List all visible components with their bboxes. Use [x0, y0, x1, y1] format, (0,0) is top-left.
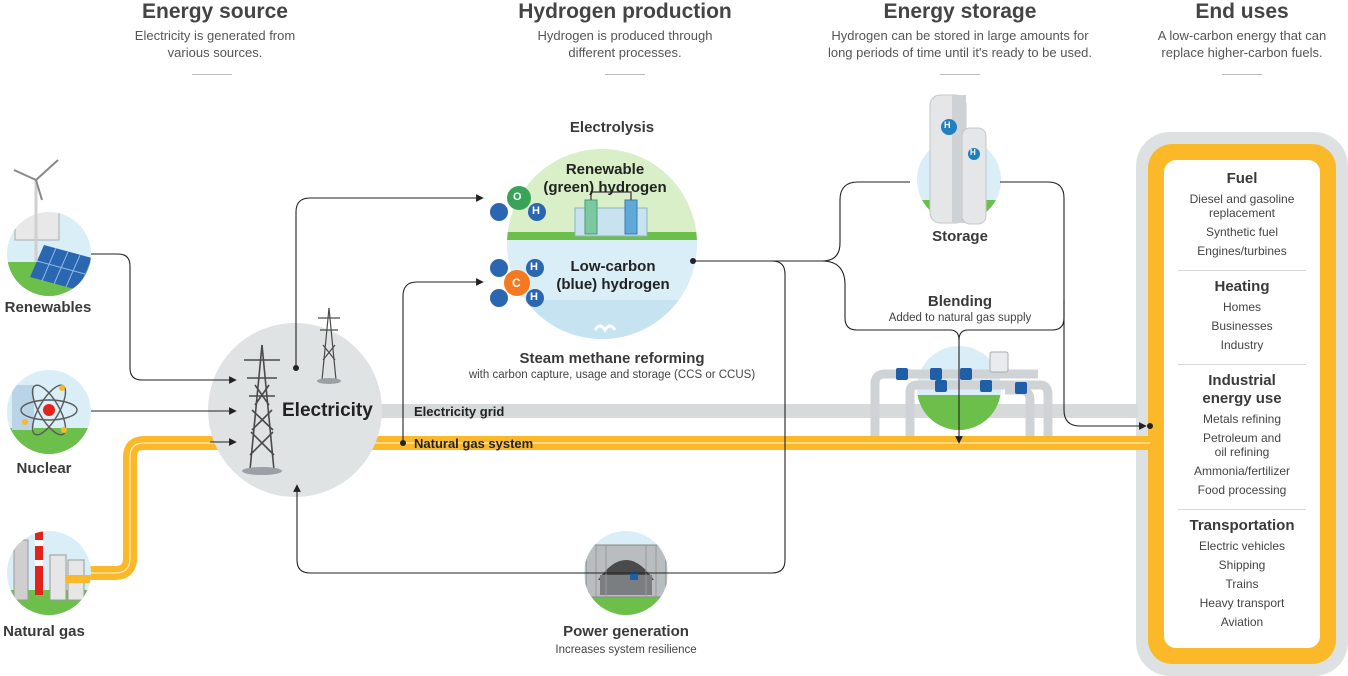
label-nuclear: Nuclear	[16, 460, 72, 477]
enduse-item-line: Homes	[1222, 300, 1261, 314]
enduse-item-line: Diesel and gasoline	[1189, 192, 1295, 206]
enduse-item-line: Food processing	[1197, 483, 1287, 497]
header-end-uses: End uses	[1195, 0, 1289, 23]
label-electricity: Electricity	[282, 400, 373, 421]
label-blending-sub: Added to natural gas supply	[888, 312, 1032, 324]
desc-enduses-1: A low-carbon energy that can	[1157, 28, 1327, 43]
enduse-item: Aviation	[1178, 615, 1306, 629]
header-energy-source: Energy source	[142, 0, 288, 23]
desc-storage-1: Hydrogen can be stored in large amounts …	[831, 28, 1089, 43]
flow-electricity-to-electrolysis	[295, 194, 484, 368]
label-renewables: Renewables	[4, 299, 92, 316]
flow-to-blending	[821, 260, 960, 350]
label-electricity-grid: Electricity grid	[414, 404, 505, 419]
enduse-item: Engines/turbines	[1178, 244, 1306, 258]
enduse-item: Metals refining	[1178, 412, 1306, 426]
small-pylon	[318, 307, 340, 381]
label-green-1: Renewable	[565, 161, 645, 178]
header-energy-storage: Energy storage	[883, 0, 1037, 23]
label-blending: Blending	[927, 293, 993, 310]
molecule-c-label: C	[512, 276, 521, 290]
enduse-item-line: Engines/turbines	[1197, 244, 1287, 258]
molecule-h-label-2: H	[530, 261, 538, 273]
label-smr-sub: with carbon capture, usage and storage (…	[468, 369, 756, 381]
label-natural-gas-system: Natural gas system	[414, 436, 534, 451]
enduse-panel	[1164, 160, 1320, 648]
enduse-item-line: Heavy transport	[1199, 596, 1285, 610]
enduse-item-line: Aviation	[1220, 615, 1264, 629]
h2-label-1: H	[944, 120, 951, 130]
enduse-item-line: Petroleum and	[1202, 431, 1282, 445]
enduse-item-line: oil refining	[1214, 445, 1270, 459]
flow-to-storage	[772, 181, 910, 262]
enduse-item-line: Trains	[1225, 577, 1259, 591]
molecule-o-label: O	[513, 191, 522, 203]
label-storage: Storage	[932, 228, 988, 245]
label-power-generation: Power generation	[563, 623, 689, 640]
enduse-item: Industry	[1178, 338, 1306, 352]
enduse-item-line: Industry	[1220, 338, 1264, 352]
label-blue-2: (blue) hydrogen	[556, 276, 670, 293]
enduse-item-line: Ammonia/fertilizer	[1193, 464, 1291, 478]
enduse-item: Synthetic fuel	[1178, 225, 1306, 239]
enduse-item-line: replacement	[1208, 206, 1276, 220]
enduse-title: Industrial	[1208, 372, 1276, 389]
enduse-item-line: Businesses	[1211, 319, 1273, 333]
label-smr: Steam methane reforming	[519, 350, 705, 367]
enduse-item-line: Synthetic fuel	[1205, 225, 1279, 239]
flow-hydrogen-out	[293, 260, 786, 574]
label-blue-1: Low-carbon	[570, 258, 656, 275]
enduse-title: Fuel	[1226, 170, 1258, 187]
enduse-item: Heavy transport	[1178, 596, 1306, 610]
desc-energy-source-1: Electricity is generated from	[134, 28, 296, 43]
header-hydrogen-production: Hydrogen production	[518, 0, 732, 23]
molecule-h-label-3: H	[530, 291, 538, 303]
h2-label-2: H	[970, 148, 976, 157]
flow-gas-to-smr	[402, 278, 484, 443]
enduse-item: Food processing	[1178, 483, 1306, 497]
enduse-item: Homes	[1178, 300, 1306, 314]
enduse-title: Transportation	[1189, 517, 1295, 534]
blue-molecule-icon	[490, 259, 544, 307]
enduse-item: Businesses	[1178, 319, 1306, 333]
enduse-item-line: Metals refining	[1202, 412, 1282, 426]
flow-renewables	[91, 253, 237, 384]
enduse-title: energy use	[1202, 390, 1282, 407]
desc-production-1: Hydrogen is produced through	[537, 28, 713, 43]
enduse-title: Heating	[1214, 278, 1270, 295]
label-power-sub: Increases system resilience	[555, 644, 697, 656]
desc-production-2: different processes.	[568, 45, 682, 60]
enduse-item-line: Shipping	[1218, 558, 1266, 572]
enduse-item: Ammonia/fertilizer	[1178, 464, 1306, 478]
desc-energy-source-2: various sources.	[167, 45, 263, 60]
storage-tank-right	[961, 127, 987, 225]
enduse-item: Trains	[1178, 577, 1306, 591]
label-green-2: (green) hydrogen	[543, 179, 667, 196]
enduse-item: Shipping	[1178, 558, 1306, 572]
label-natural-gas: Natural gas	[3, 623, 85, 640]
label-electrolysis: Electrolysis	[569, 119, 655, 136]
wind-turbine-blades	[13, 159, 59, 201]
desc-enduses-2: replace higher-carbon fuels.	[1161, 45, 1323, 60]
desc-storage-2: long periods of time until it's ready to…	[827, 45, 1093, 60]
enduse-item-line: Electric vehicles	[1198, 539, 1286, 553]
green-molecule-icon	[490, 186, 546, 221]
big-pylon	[244, 344, 280, 471]
molecule-h-label: H	[532, 205, 540, 217]
enduse-item: Electric vehicles	[1178, 539, 1306, 553]
